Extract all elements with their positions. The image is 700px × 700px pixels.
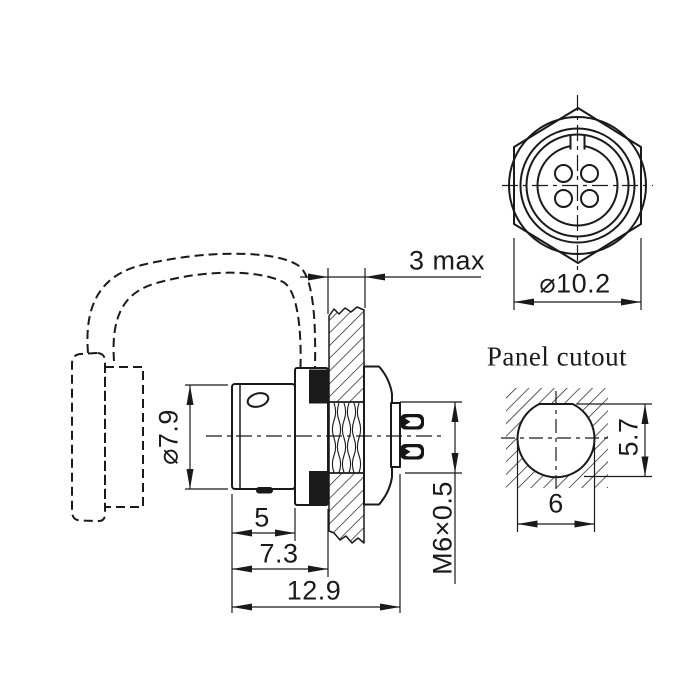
cutout-height-dimension	[577, 403, 652, 478]
dust-cap	[71, 252, 317, 523]
body-keyhole	[246, 392, 270, 408]
dust-cap-body	[71, 352, 106, 523]
cutout-hatch	[506, 388, 608, 488]
length-to-panel-label: 7.3	[259, 538, 299, 569]
gasket-upper	[309, 369, 327, 404]
body-length-label: 5	[254, 502, 270, 533]
side-view	[71, 252, 481, 613]
front-view-centerlines	[502, 95, 653, 274]
body-diameter-label: ⌀7.9	[153, 409, 184, 465]
panel-cutout-title: Panel cutout	[486, 341, 628, 372]
total-length-label: 12.9	[286, 575, 342, 606]
solder-terminal-upper	[400, 414, 424, 430]
pin-1	[554, 164, 573, 183]
pin-2	[580, 164, 599, 183]
dust-cap-strap-inner	[112, 271, 302, 368]
thread-spec-label: M6×0.5	[427, 481, 458, 575]
gasket-lower	[309, 471, 327, 505]
panel-cutout-view	[501, 388, 652, 532]
panel-lower	[328, 472, 365, 544]
pin-3	[554, 189, 573, 208]
body-diameter-dimension	[185, 384, 228, 490]
rear-insulator	[390, 402, 401, 468]
dust-cap-plug	[104, 366, 144, 508]
cutout-width-label: 6	[548, 488, 564, 519]
solder-terminal-lower	[400, 444, 424, 460]
front-diameter-label: ⌀10.2	[539, 268, 611, 299]
cutout-centerlines	[501, 391, 613, 495]
front-view	[502, 95, 653, 310]
length-dimensions	[231, 474, 401, 613]
cutout-width-dimension	[516, 444, 596, 532]
front-diameter-dimension	[513, 238, 642, 310]
panel-thickness-dimension	[300, 268, 481, 314]
panel-thickness-label: 3 max	[408, 245, 486, 276]
thread-section	[328, 401, 365, 474]
pin-4	[580, 189, 599, 208]
panel-upper	[328, 306, 365, 403]
cutout-height-label: 5.7	[613, 417, 644, 457]
thread-dimension	[400, 401, 462, 584]
cutout-hole	[516, 403, 596, 479]
dust-cap-strap-outer	[86, 252, 317, 368]
body-latch-bump	[256, 487, 273, 494]
